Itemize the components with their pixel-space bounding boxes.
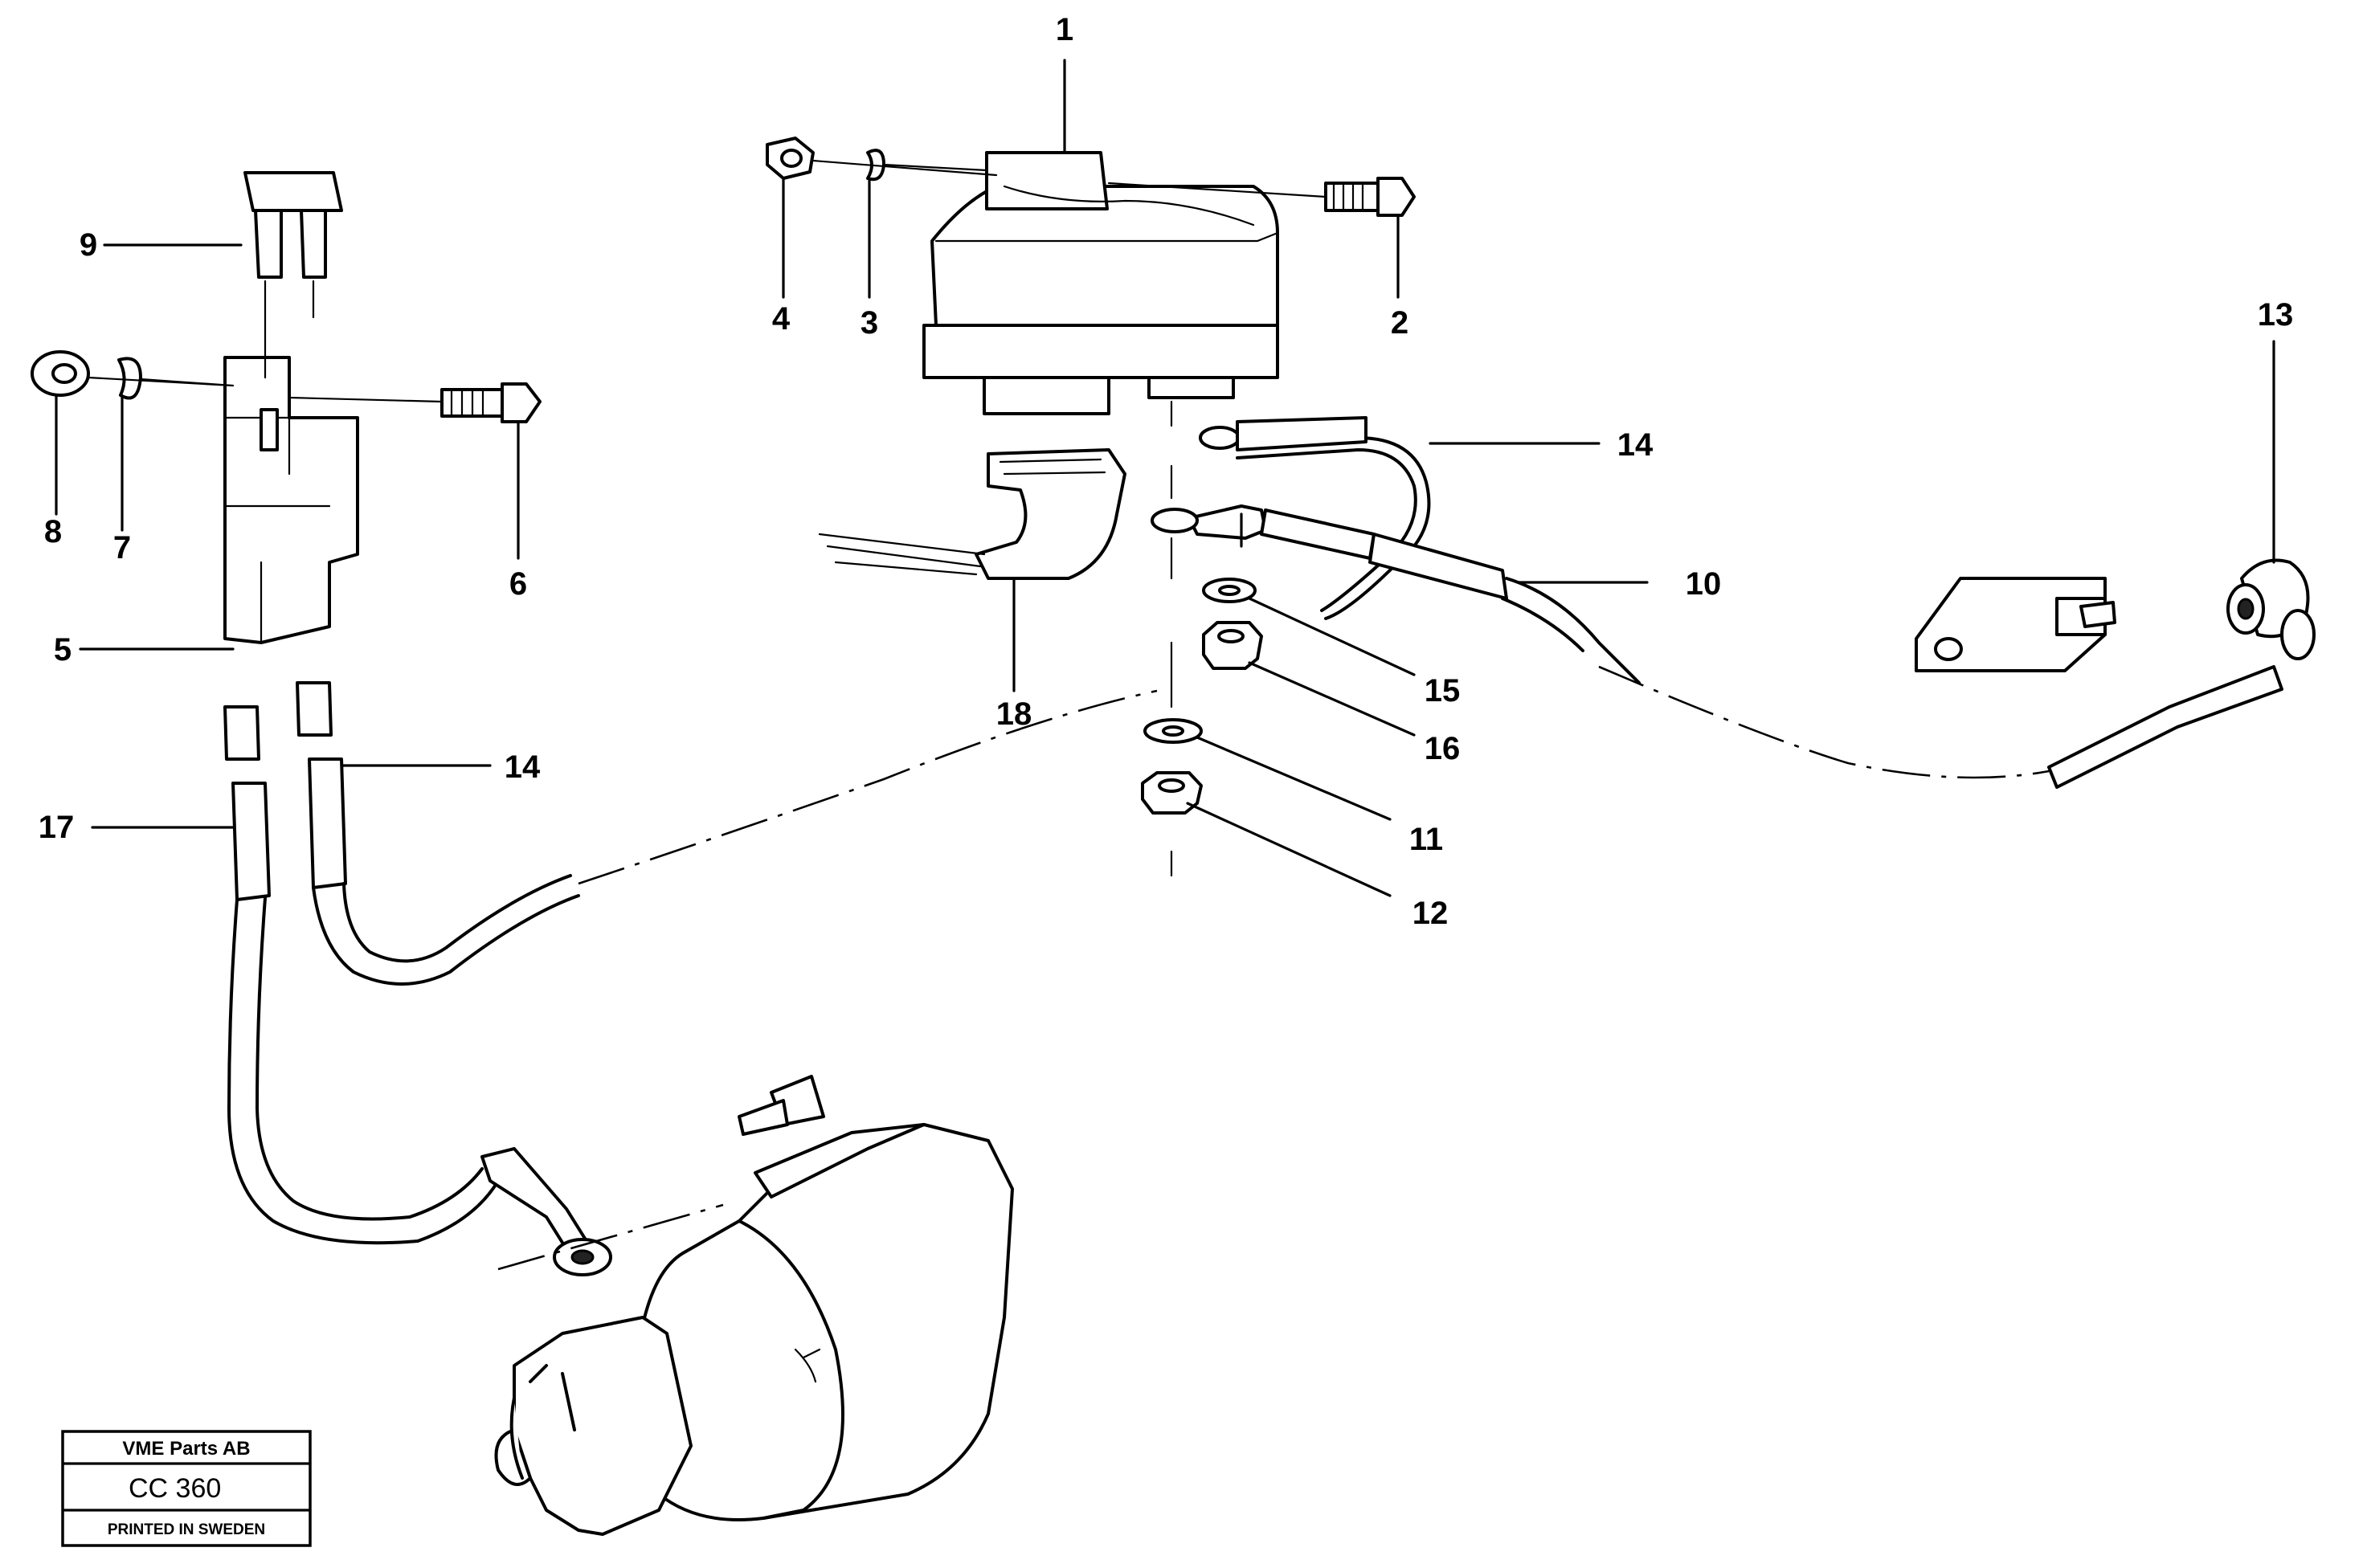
starter-motor (494, 1075, 1014, 1536)
callout-14-upper: 14 (1617, 427, 1654, 463)
callout-17: 17 (39, 810, 75, 845)
callout-10: 10 (1686, 566, 1722, 602)
stamp-printed: PRINTED IN SWEDEN (108, 1521, 265, 1538)
nut-4 (766, 137, 815, 180)
cable-10 (1151, 504, 2316, 789)
nut-8 (31, 350, 90, 397)
leader-lines (55, 59, 2275, 897)
bracket (1915, 577, 2116, 672)
relay-housing (922, 151, 1279, 415)
washer-15 (1202, 578, 1257, 603)
boot-13 (2226, 558, 2310, 639)
bolt-6 (440, 382, 542, 423)
washer-11 (1143, 718, 1203, 744)
callout-labels: 1 2 3 4 5 6 7 8 9 10 11 12 13 14 14 15 1… (39, 12, 2294, 931)
callout-2: 2 (1391, 305, 1408, 341)
callout-12: 12 (1412, 896, 1449, 931)
fuse-holder-5 (223, 356, 359, 644)
fuse-9 (243, 171, 343, 279)
callout-15: 15 (1425, 673, 1461, 708)
title-stamp: VME Parts AB CC 360 PRINTED IN SWEDEN (61, 1430, 312, 1547)
callout-1: 1 (1056, 12, 1073, 47)
washer-7 (117, 357, 142, 400)
bolt-2 (1324, 177, 1416, 217)
callout-8: 8 (44, 514, 62, 549)
cable-14-upper (1199, 416, 1431, 620)
connector-18 (818, 448, 1126, 580)
nut-16 (1202, 621, 1263, 670)
callout-5: 5 (54, 632, 72, 668)
cable-17-and-14-lower (223, 681, 1158, 1276)
callout-11: 11 (1409, 822, 1443, 857)
callout-6: 6 (509, 566, 527, 602)
callout-18: 18 (996, 696, 1032, 732)
callout-3: 3 (861, 305, 878, 341)
callout-7: 7 (113, 530, 131, 566)
callout-4: 4 (772, 301, 791, 337)
callout-9: 9 (80, 227, 97, 263)
callout-14-lower: 14 (505, 749, 541, 785)
stamp-company: VME Parts AB (122, 1438, 250, 1460)
callout-16: 16 (1425, 731, 1461, 766)
stamp-code: CC 360 (129, 1473, 221, 1504)
callout-13: 13 (2258, 297, 2294, 333)
